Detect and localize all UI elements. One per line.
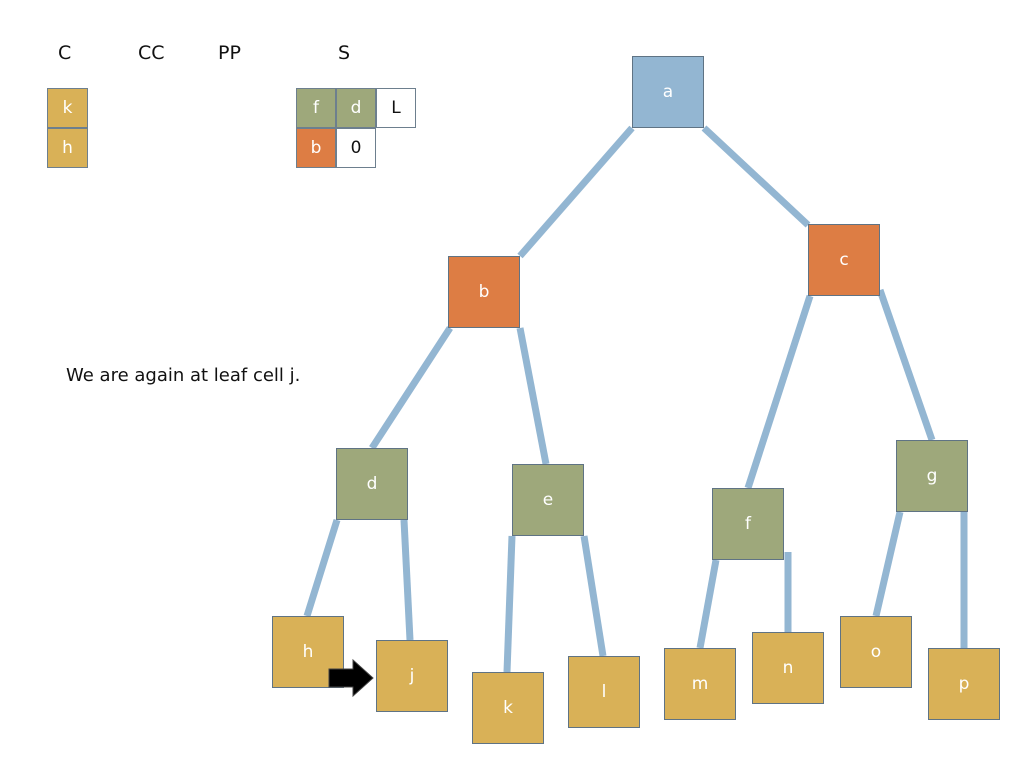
s-stack-cell: b bbox=[296, 128, 336, 168]
edge-d-j bbox=[400, 519, 414, 641]
caption-text: We are again at leaf cell j. bbox=[66, 365, 301, 386]
edge-a-c bbox=[701, 125, 811, 228]
c-stack-cell: k bbox=[47, 88, 88, 128]
tree-leaf-n: n bbox=[752, 632, 824, 704]
tree-leaf-p: p bbox=[928, 648, 1000, 720]
s-stack-cell: f bbox=[296, 88, 336, 128]
c-stack-cell: h bbox=[47, 128, 88, 168]
edge-b-d bbox=[369, 326, 453, 450]
edge-b-e bbox=[516, 327, 550, 465]
edge-e-l bbox=[580, 535, 607, 657]
tree-node-b: b bbox=[448, 256, 520, 328]
edge-e-k bbox=[503, 535, 516, 673]
header-s: S bbox=[338, 42, 351, 64]
edge-g-o bbox=[872, 511, 904, 617]
s-stack-cell: L bbox=[376, 88, 416, 128]
tree-leaf-j: j bbox=[376, 640, 448, 712]
tree-leaf-k: k bbox=[472, 672, 544, 744]
tree-node-e: e bbox=[512, 464, 584, 536]
tree-node-f: f bbox=[712, 488, 784, 560]
header-c: C bbox=[58, 42, 72, 64]
edge-c-g bbox=[876, 288, 936, 442]
header-pp: PP bbox=[218, 42, 241, 64]
tree-node-a: a bbox=[632, 56, 704, 128]
s-stack-cell: 0 bbox=[336, 128, 376, 168]
tree-leaf-o: o bbox=[840, 616, 912, 688]
tree-leaf-l: l bbox=[568, 656, 640, 728]
edge-d-h bbox=[303, 518, 341, 618]
tree-leaf-m: m bbox=[664, 648, 736, 720]
tree-node-d: d bbox=[336, 448, 408, 520]
tree-node-g: g bbox=[896, 440, 968, 512]
tree-node-c: c bbox=[808, 224, 880, 296]
edge-f-m bbox=[696, 559, 720, 649]
edge-a-b bbox=[517, 125, 635, 259]
edge-c-f bbox=[744, 294, 814, 490]
header-cc: CC bbox=[138, 42, 165, 64]
s-stack-cell: d bbox=[336, 88, 376, 128]
current-leaf-arrow-icon bbox=[328, 658, 374, 698]
